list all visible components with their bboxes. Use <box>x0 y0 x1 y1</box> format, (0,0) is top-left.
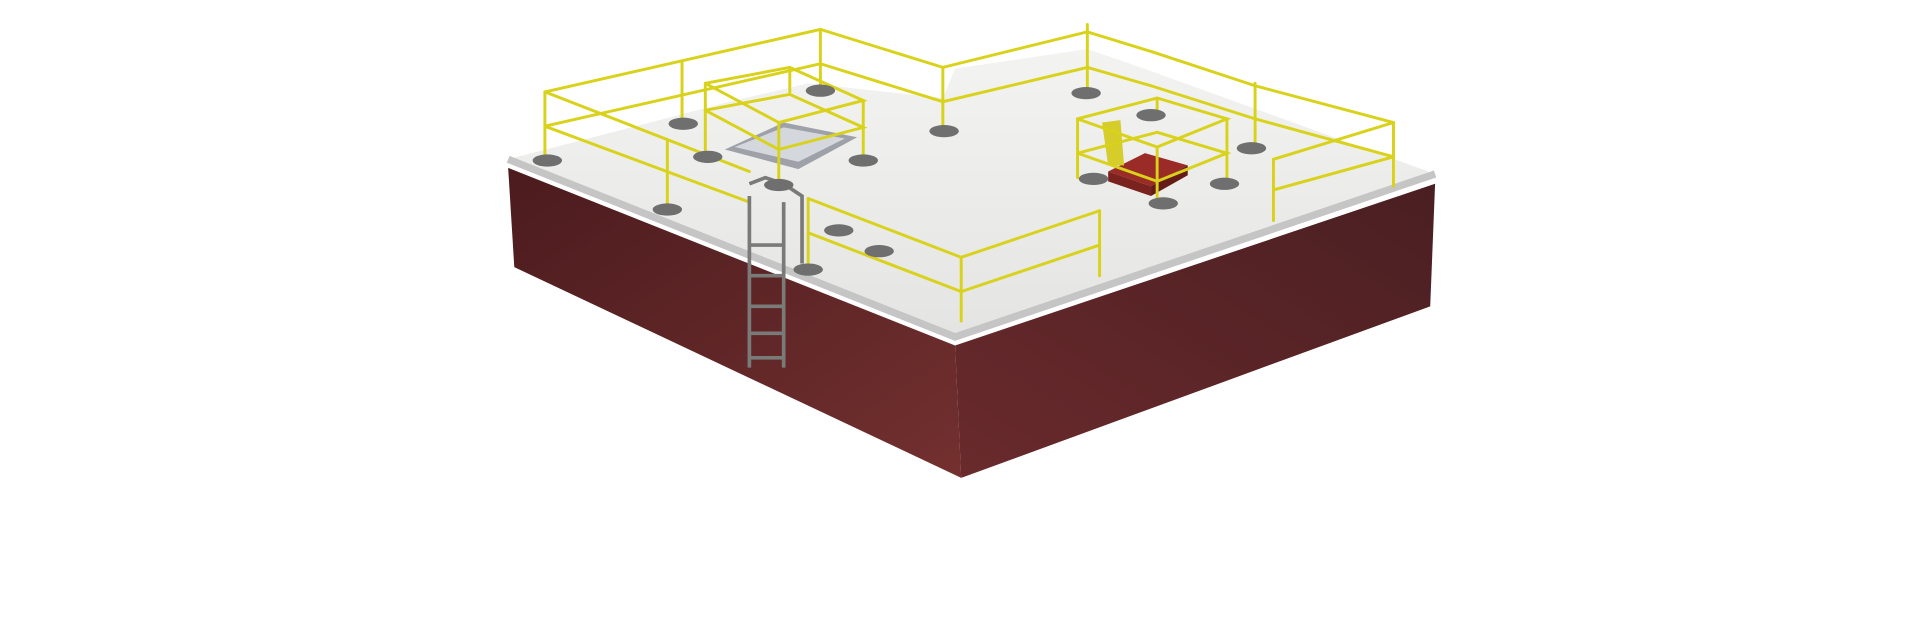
roof-surface <box>508 49 1436 337</box>
guardrail <box>543 23 1395 323</box>
wall-right <box>955 183 1436 478</box>
ladder <box>747 175 804 368</box>
roof-edge <box>506 155 1437 341</box>
rail-bases <box>532 84 1267 276</box>
wall-left <box>508 167 962 478</box>
